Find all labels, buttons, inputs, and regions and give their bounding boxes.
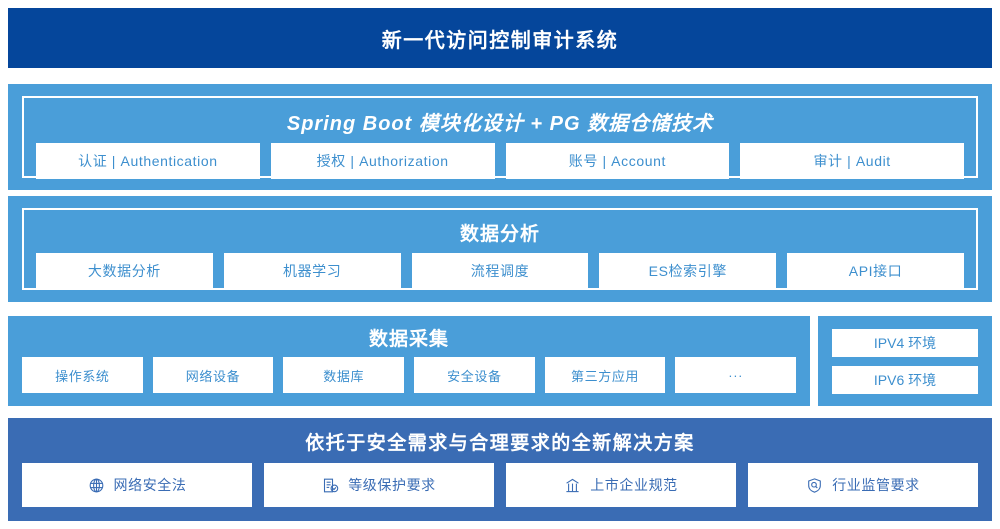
card-es-search-engine[interactable]: ES检索引擎 bbox=[599, 253, 777, 289]
section-compliance-title: 依托于安全需求与合理要求的全新解决方案 bbox=[305, 433, 695, 454]
page-title: 新一代访问控制审计系统 bbox=[381, 29, 619, 52]
card-cybersecurity-law-label: 网络安全法 bbox=[113, 477, 187, 493]
card-authorization[interactable]: 授权 | Authorization bbox=[270, 143, 495, 179]
document-check-icon bbox=[322, 477, 339, 494]
section-spring-boot-inner: Spring Boot 模块化设计 + PG 数据仓储技术 认证 | Authe… bbox=[22, 96, 978, 179]
card-listed-company-standard[interactable]: 上市企业规范 bbox=[506, 463, 736, 507]
section-data-analysis-inner: 数据分析 大数据分析 机器学习 流程调度 ES检索引擎 API接口 bbox=[22, 208, 978, 290]
card-industry-regulation[interactable]: 行业监管要求 bbox=[748, 463, 978, 507]
globe-icon bbox=[88, 477, 105, 494]
card-ipv6-environment[interactable]: IPV6 环境 bbox=[832, 365, 978, 394]
card-security-device[interactable]: 安全设备 bbox=[414, 357, 535, 393]
section-spring-boot: Spring Boot 模块化设计 + PG 数据仓储技术 认证 | Authe… bbox=[8, 84, 992, 190]
card-more-ellipsis[interactable]: ··· bbox=[675, 357, 797, 393]
bank-icon bbox=[564, 477, 581, 494]
card-database[interactable]: 数据库 bbox=[283, 357, 405, 393]
section-compliance-card-row: 网络安全法 等级保护要求 bbox=[8, 463, 992, 521]
shield-search-icon bbox=[806, 477, 823, 494]
section-data-collection: 数据采集 操作系统 网络设备 数据库 安全设备 第三方应用 ··· bbox=[8, 316, 810, 406]
card-ipv4-environment[interactable]: IPV4 环境 bbox=[832, 328, 978, 357]
section-compliance: 依托于安全需求与合理要求的全新解决方案 网络安全法 bbox=[8, 418, 992, 521]
card-third-party-app[interactable]: 第三方应用 bbox=[544, 357, 666, 393]
card-cybersecurity-law[interactable]: 网络安全法 bbox=[22, 463, 252, 507]
card-listed-company-standard-label: 上市企业规范 bbox=[590, 477, 678, 493]
card-grade-protection[interactable]: 等级保护要求 bbox=[264, 463, 494, 507]
section-compliance-inner: 依托于安全需求与合理要求的全新解决方案 网络安全法 bbox=[8, 418, 992, 521]
card-account[interactable]: 账号 | Account bbox=[505, 143, 730, 179]
card-audit[interactable]: 审计 | Audit bbox=[740, 143, 964, 179]
section-data-collection-card-row: 操作系统 网络设备 数据库 安全设备 第三方应用 ··· bbox=[8, 357, 810, 406]
card-machine-learning[interactable]: 机器学习 bbox=[223, 253, 401, 289]
section-spring-boot-card-row: 认证 | Authentication 授权 | Authorization 账… bbox=[24, 143, 976, 190]
section-data-analysis: 数据分析 大数据分析 机器学习 流程调度 ES检索引擎 API接口 bbox=[8, 196, 992, 302]
card-industry-regulation-label: 行业监管要求 bbox=[832, 477, 920, 493]
card-authentication[interactable]: 认证 | Authentication bbox=[36, 143, 260, 179]
section-data-collection-title: 数据采集 bbox=[368, 329, 449, 350]
section-data-collection-inner: 数据采集 操作系统 网络设备 数据库 安全设备 第三方应用 ··· bbox=[8, 316, 810, 406]
card-big-data-analysis[interactable]: 大数据分析 bbox=[36, 253, 213, 289]
card-grade-protection-label: 等级保护要求 bbox=[348, 477, 436, 493]
section-ip-environment: IPV4 环境 IPV6 环境 bbox=[818, 316, 992, 406]
section-data-analysis-title: 数据分析 bbox=[459, 224, 540, 245]
card-network-device[interactable]: 网络设备 bbox=[152, 357, 274, 393]
card-operating-system[interactable]: 操作系统 bbox=[22, 357, 143, 393]
section-spring-boot-title: Spring Boot 模块化设计 + PG 数据仓储技术 bbox=[286, 113, 714, 135]
card-process-scheduling[interactable]: 流程调度 bbox=[411, 253, 589, 289]
header-banner: 新一代访问控制审计系统 bbox=[8, 8, 992, 68]
card-api-interface[interactable]: API接口 bbox=[787, 253, 964, 289]
section-data-analysis-card-row: 大数据分析 机器学习 流程调度 ES检索引擎 API接口 bbox=[24, 253, 976, 300]
